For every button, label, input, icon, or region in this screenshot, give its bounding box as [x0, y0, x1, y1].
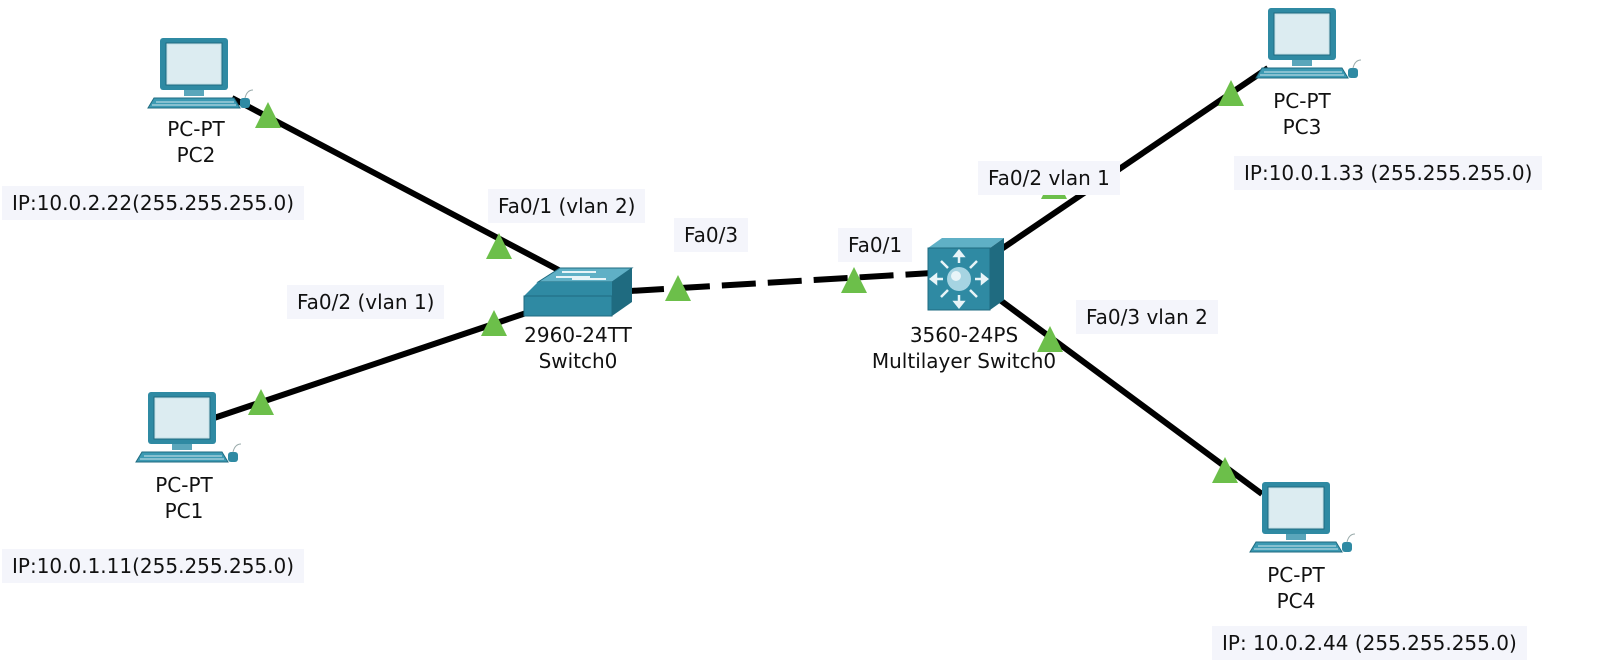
- link-up-triangle-icon: [1212, 457, 1238, 483]
- ip-note-pc1[interactable]: IP:10.0.1.11(255.255.255.0): [2, 549, 305, 583]
- port-note-switch0-fa03[interactable]: Fa0/3: [674, 218, 749, 252]
- device-name: Switch0: [538, 349, 618, 373]
- device-label-pc3: PC-PT PC3: [1273, 88, 1331, 140]
- port-note-mls0-fa03[interactable]: Fa0/3 vlan 2: [1076, 300, 1218, 334]
- port-note-switch0-fa02[interactable]: Fa0/2 (vlan 1): [287, 285, 445, 319]
- link-up-triangle-icon: [1037, 326, 1063, 352]
- port-note-mls0-fa02[interactable]: Fa0/2 vlan 1: [978, 161, 1120, 195]
- link-up-triangle-icon: [665, 275, 691, 301]
- link-pc2-switch0[interactable]: [230, 95, 572, 279]
- pc-icon[interactable]: [1255, 7, 1362, 79]
- switch-icon[interactable]: [523, 267, 634, 317]
- device-name: PC2: [176, 143, 216, 167]
- port-note-mls0-fa01[interactable]: Fa0/1: [838, 228, 913, 262]
- device-name: Multilayer Switch0: [871, 349, 1057, 373]
- device-label-pc2: PC-PT PC2: [167, 116, 225, 168]
- link-mls0-pc4[interactable]: [998, 297, 1264, 497]
- ip-note-pc2[interactable]: IP:10.0.2.22(255.255.255.0): [2, 186, 305, 220]
- ip-note-pc3[interactable]: IP:10.0.1.33 (255.255.255.0): [1234, 156, 1543, 190]
- ip-note-pc4[interactable]: IP: 10.0.2.44 (255.255.255.0): [1212, 626, 1527, 660]
- device-model: PC-PT: [167, 117, 225, 141]
- link-up-triangle-icon: [248, 389, 274, 415]
- multilayer-switch-icon[interactable]: [927, 238, 1004, 311]
- link-up-triangle-icon: [841, 267, 867, 293]
- port-note-switch0-fa01[interactable]: Fa0/1 (vlan 2): [488, 189, 646, 223]
- device-label-pc1: PC-PT PC1: [155, 472, 213, 524]
- pc-icon[interactable]: [1249, 481, 1356, 553]
- link-up-triangle-icon: [255, 102, 281, 128]
- device-label-mls0: 3560-24PS Multilayer Switch0: [872, 322, 1056, 374]
- device-label-switch0: 2960-24TT Switch0: [524, 322, 632, 374]
- link-up-triangle-icon: [486, 233, 512, 259]
- link-up-triangle-icon: [1218, 80, 1244, 106]
- device-model: PC-PT: [1267, 563, 1325, 587]
- device-model: PC-PT: [1273, 89, 1331, 113]
- device-name: PC1: [164, 499, 204, 523]
- device-model: 3560-24PS: [909, 323, 1019, 347]
- device-model: 2960-24TT: [524, 323, 632, 347]
- device-label-pc4: PC-PT PC4: [1267, 562, 1325, 614]
- pc-icon[interactable]: [135, 391, 242, 463]
- device-model: PC-PT: [155, 473, 213, 497]
- device-name: PC3: [1282, 115, 1322, 139]
- link-up-triangle-icon: [481, 310, 507, 336]
- device-name: PC4: [1276, 589, 1316, 613]
